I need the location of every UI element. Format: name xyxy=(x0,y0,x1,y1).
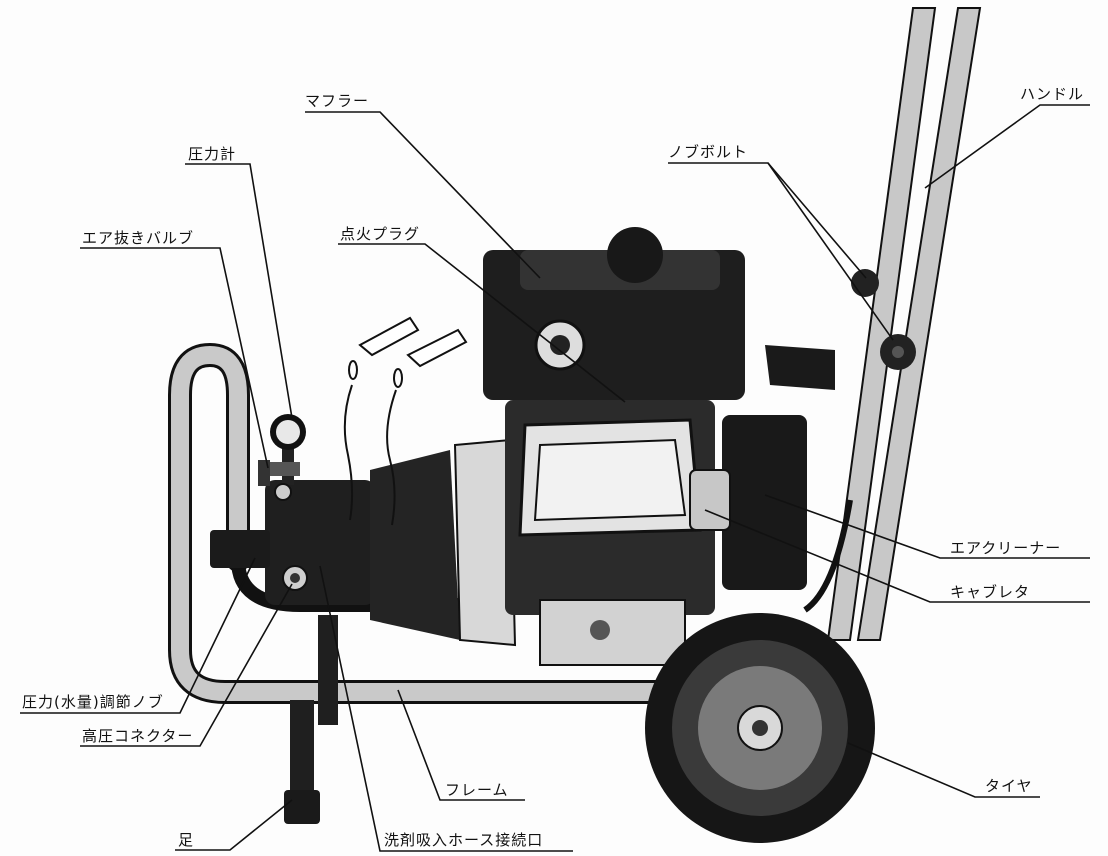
engine xyxy=(483,227,745,666)
detergent-drip xyxy=(343,316,468,526)
label-muffler: マフラー xyxy=(305,92,370,110)
gauge-shapes xyxy=(258,414,306,501)
foot-shapes xyxy=(284,615,338,824)
label-tire: タイヤ xyxy=(985,777,1033,795)
label-pressure-adjust-knob: 圧力(水量)調節ノブ xyxy=(22,693,164,711)
tire-shape xyxy=(645,613,875,843)
label-spark-plug: 点火プラグ xyxy=(340,225,421,243)
air-cleaner-shape xyxy=(722,345,835,590)
carburetor-shape xyxy=(689,469,731,531)
label-pressure-gauge: 圧力計 xyxy=(188,145,237,163)
label-detergent-inlet: 洗剤吸入ホース接続口 xyxy=(384,831,544,849)
label-knob-bolt: ノブボルト xyxy=(668,143,749,161)
pump-unit xyxy=(210,438,517,647)
leader-lines xyxy=(20,104,1090,852)
label-foot: 足 xyxy=(178,831,195,849)
label-carburetor: キャブレタ xyxy=(950,583,1031,601)
label-air-cleaner: エアクリーナー xyxy=(950,539,1062,557)
label-frame: フレーム xyxy=(445,781,509,799)
label-high-pressure-connector: 高圧コネクター xyxy=(82,727,194,745)
label-air-bleed-valve: エア抜きバルブ xyxy=(82,229,195,247)
label-handle: ハンドル xyxy=(1020,85,1085,103)
